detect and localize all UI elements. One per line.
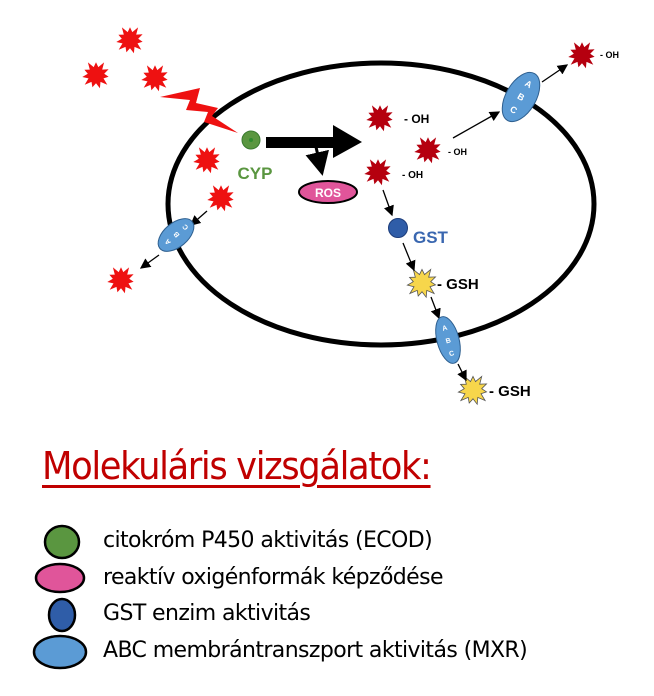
arrow xyxy=(541,64,569,83)
arrow xyxy=(190,210,208,226)
abc-letter: C xyxy=(448,350,455,358)
abc-transporter-body xyxy=(501,71,541,123)
gsh-conjugate-icon xyxy=(406,268,437,299)
arrow xyxy=(402,242,416,272)
abc-letter: B xyxy=(173,230,182,238)
legend-title: Molekuláris vizsgálatok: xyxy=(42,444,432,488)
legend-item-gst: GST enzim aktivitás xyxy=(103,601,311,626)
gsh-label: - GSH xyxy=(489,383,531,400)
oh-label: - OH xyxy=(600,50,619,60)
abc-transporter-body xyxy=(157,218,195,252)
arrow xyxy=(139,254,160,269)
cyp-label: CYP xyxy=(238,164,273,183)
abc-letter: A xyxy=(442,325,449,333)
legend-item-ros: reaktív oxigénformák képződése xyxy=(103,565,444,590)
ros-label: ROS xyxy=(315,186,341,200)
oh-label: - OH xyxy=(404,112,429,126)
lightning-icon xyxy=(160,88,238,133)
abc-letter: C xyxy=(182,222,191,230)
hydroxylated-metabolite-icon xyxy=(414,137,441,164)
legend-item-cyp: citokróm P450 aktivitás (ECOD) xyxy=(103,528,433,553)
ros-icon xyxy=(298,180,358,204)
toxicant-molecule-icon xyxy=(107,267,134,294)
abc-letter: A xyxy=(523,78,534,90)
abc-letter: B xyxy=(445,337,452,345)
cyp-enzyme-core xyxy=(249,138,253,142)
gst-enzyme-icon xyxy=(388,218,408,238)
oh-label: - OH xyxy=(448,147,467,157)
arrow xyxy=(452,111,501,139)
abc-transporter-icon: ABC xyxy=(435,316,461,364)
abc-letter: C xyxy=(508,104,519,116)
toxicant-molecule-icon xyxy=(193,147,220,174)
abc-transporter-icon: ABC xyxy=(157,218,195,252)
toxicant-molecule-icon xyxy=(82,62,109,89)
hydroxylated-metabolite-icon xyxy=(366,105,393,132)
abc-letter: A xyxy=(164,237,173,245)
arrow xyxy=(457,363,467,382)
arrow xyxy=(382,189,394,217)
gst-label: GST xyxy=(413,228,449,247)
hydroxylated-metabolite-icon xyxy=(364,159,391,186)
arrows xyxy=(139,64,569,382)
hydroxylated-metabolite-icon xyxy=(568,42,595,69)
arrow xyxy=(430,296,441,320)
oh-label: - OH xyxy=(402,170,423,181)
abc-transporter-icon: ABC xyxy=(501,71,541,123)
toxicant-molecule-icon xyxy=(207,185,234,212)
toxicant-molecule-icon xyxy=(141,65,168,92)
abc-transporter-body xyxy=(435,316,461,364)
gsh-conjugate-icon xyxy=(457,375,488,406)
toxicant-molecule-icon xyxy=(116,27,143,54)
gsh-label: - GSH xyxy=(437,276,479,293)
ros-arrow xyxy=(305,146,329,176)
abc-letter: B xyxy=(516,91,527,103)
cell-membrane xyxy=(165,60,597,348)
metabolism-arrow xyxy=(266,125,362,158)
legend-item-abc: ABC membrántranszport aktivitás (MXR) xyxy=(103,638,528,663)
